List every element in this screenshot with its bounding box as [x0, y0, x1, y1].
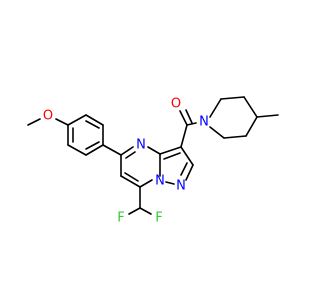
- bond-c3-c2: [180, 146, 194, 166]
- atom-label-n: N: [176, 179, 186, 194]
- atom-label-f: F: [155, 211, 162, 226]
- bond-c-f-right: [139, 207, 152, 215]
- atom-fluorine-right: F: [155, 211, 162, 226]
- bond-o-aryl: [55, 118, 69, 126]
- atom-label-f: F: [117, 211, 124, 226]
- bond-c5-n4: [120, 146, 134, 156]
- atom-carbonyl-o: O: [171, 97, 181, 112]
- molecule-canvas: O N N N N O F F: [27, 96, 279, 226]
- bond-pip-c5-c6: [223, 135, 247, 139]
- atom-ring-n-pyrazole: N: [176, 179, 186, 194]
- bond-aryl-5-inner: [85, 120, 100, 129]
- atom-label-n: N: [199, 115, 209, 130]
- bond-pip-c2-c3: [220, 96, 245, 100]
- bond-n4-c3a: [147, 146, 161, 155]
- bond-aryl-2: [67, 144, 87, 156]
- bond-carbonyl-n: [186, 122, 197, 126]
- atom-amide-n: N: [199, 115, 209, 130]
- bond-n1-n7a: [165, 181, 175, 185]
- bond-c5-n4-inner: [125, 151, 136, 159]
- bond-c7-c6-inner: [124, 172, 139, 182]
- bond-carbonyl-o-inner: [185, 109, 193, 124]
- bond-c3a-c3-inner: [163, 152, 181, 160]
- bond-pip-c4-c5: [245, 116, 258, 137]
- bond-c3a-c3: [159, 146, 182, 155]
- atom-ring-n-upper: N: [136, 138, 146, 153]
- atom-label-o: O: [43, 109, 53, 124]
- atom-label-n: N: [155, 174, 165, 189]
- bond-pip-c3-c4: [243, 96, 258, 118]
- bond-c2-n1-inner: [180, 162, 188, 176]
- bond-methyl-o: [27, 118, 41, 126]
- bond-aryl-3: [85, 144, 104, 156]
- bond-n7a-c7: [139, 179, 153, 188]
- bond-c2-n1: [185, 164, 194, 181]
- bond-pip-c6-n: [209, 126, 225, 139]
- bond-c7-c6: [120, 175, 141, 188]
- bond-aryl-5: [85, 114, 104, 126]
- atom-label-n: N: [136, 138, 146, 153]
- bond-pip-c4-methyl: [256, 114, 279, 118]
- bond-c-f-left: [128, 207, 141, 215]
- molecule-structure: O N N N N O F F: [27, 96, 279, 226]
- bond-n-pip-c2: [209, 98, 222, 118]
- atom-ring-n-bridge: N: [155, 174, 165, 189]
- bond-aryl-pyrimidine: [102, 144, 122, 156]
- bond-c3-carbonyl: [180, 124, 188, 148]
- bond-carbonyl-o: [179, 110, 188, 126]
- atom-methoxy-o: O: [43, 109, 53, 124]
- bond-aryl-3-inner: [85, 141, 100, 150]
- bond-aryl-6: [67, 114, 87, 126]
- atom-label-o: O: [171, 97, 181, 112]
- atom-fluorine-left: F: [117, 211, 124, 226]
